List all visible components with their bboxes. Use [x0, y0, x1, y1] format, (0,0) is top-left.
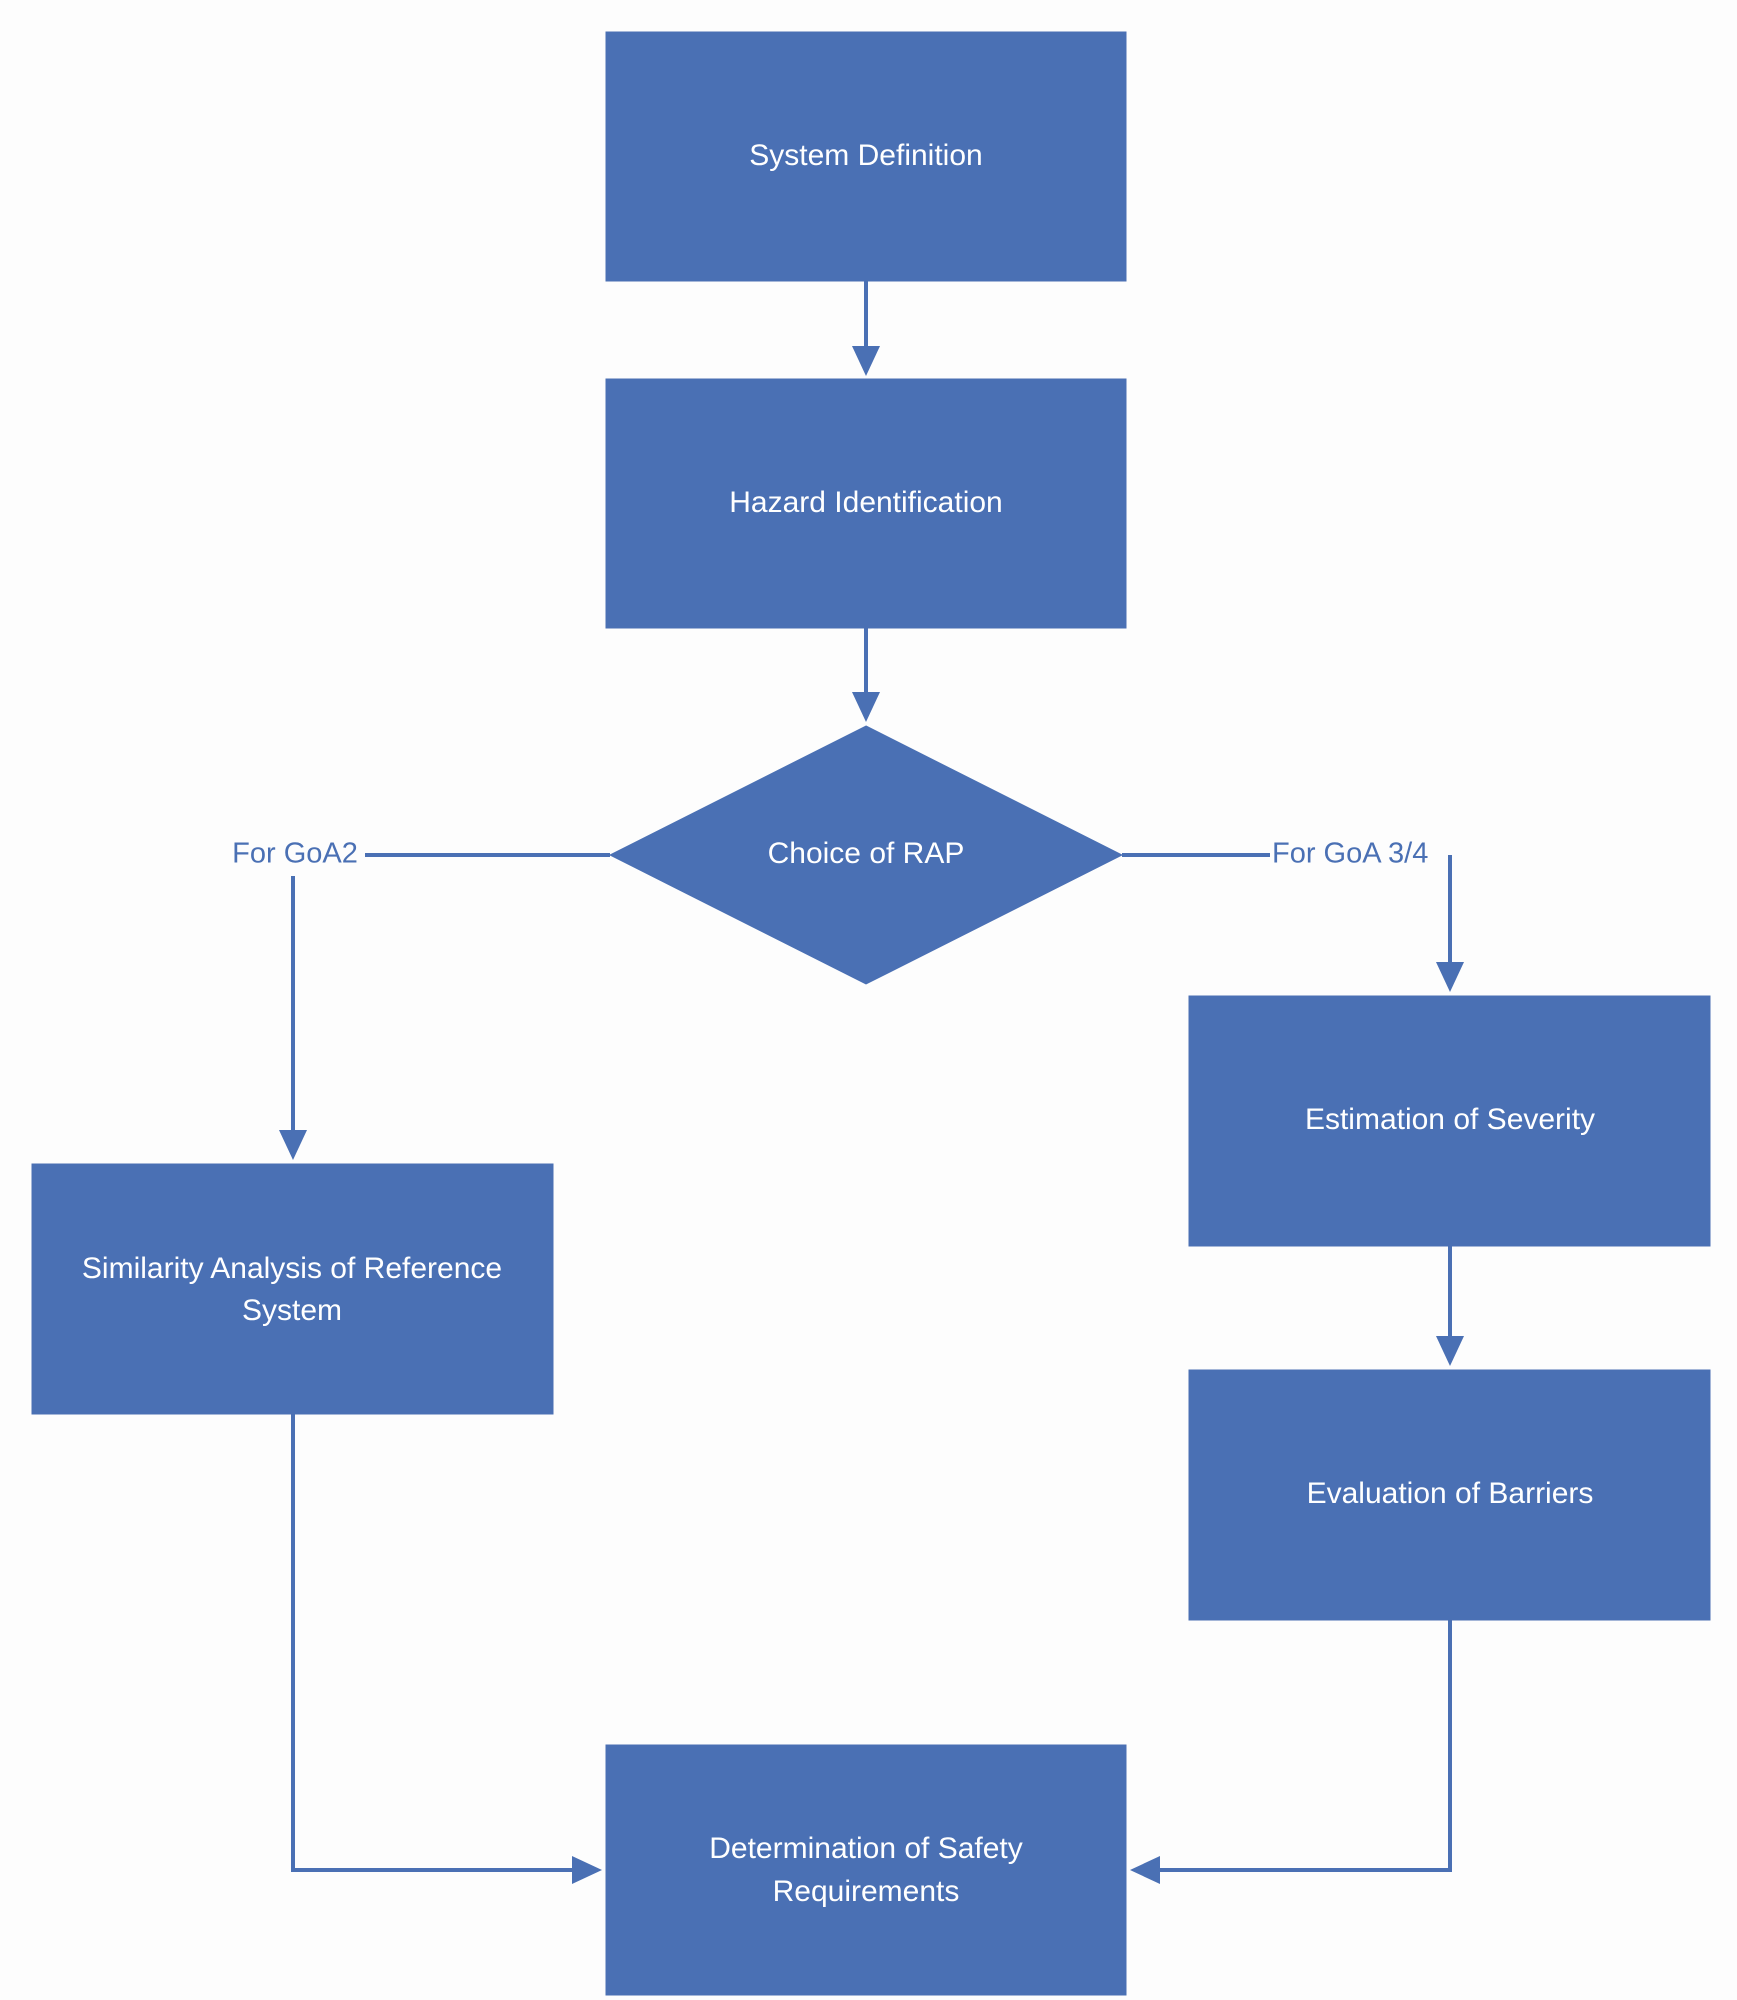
node-evaluation-of-barriers[interactable]: Evaluation of Barriers [1188, 1369, 1711, 1621]
edge-label-goa34: For GoA 3/4 [1272, 838, 1428, 870]
node-similarity-analysis[interactable]: Similarity Analysis of Reference System [31, 1163, 554, 1415]
connector-severity-to-barriers [1436, 1246, 1464, 1366]
node-system-definition-label: System Definition [749, 139, 982, 172]
node-estimation-of-severity[interactable]: Estimation of Severity [1188, 995, 1711, 1247]
connector-barriers-to-determination [1130, 1620, 1452, 1884]
decision-choice-of-rap[interactable]: Choice of RAP [608, 725, 1124, 985]
node-system-definition[interactable]: System Definition [605, 31, 1127, 282]
connector-hazard-to-choice [852, 628, 880, 722]
connector-choice-to-similarity [279, 853, 610, 1160]
node-similarity-analysis-label-line1: Similarity Analysis of Reference [82, 1252, 502, 1285]
node-estimation-of-severity-label: Estimation of Severity [1305, 1103, 1595, 1136]
node-hazard-identification[interactable]: Hazard Identification [605, 378, 1127, 629]
node-similarity-analysis-label-line2: System [242, 1294, 342, 1327]
decision-choice-of-rap-label: Choice of RAP [768, 837, 965, 870]
node-determination-label-line2: Requirements [773, 1875, 960, 1908]
connector-choice-to-severity [1122, 853, 1464, 992]
connector-similarity-to-determination [291, 1414, 602, 1884]
edge-label-goa2: For GoA2 [232, 838, 358, 870]
connector-system-to-hazard [852, 281, 880, 376]
node-hazard-identification-label: Hazard Identification [729, 486, 1003, 519]
node-determination-of-safety-requirements[interactable]: Determination of Safety Requirements [605, 1744, 1127, 1996]
node-determination-label-line1: Determination of Safety [709, 1832, 1023, 1865]
node-evaluation-of-barriers-label: Evaluation of Barriers [1307, 1477, 1594, 1510]
